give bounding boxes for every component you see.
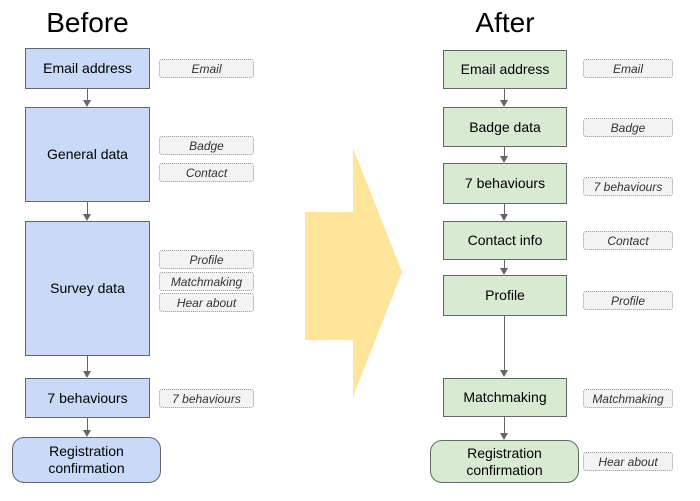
arrow-head-icon	[83, 100, 91, 107]
before-step-email-address: Email address	[25, 48, 150, 89]
down-arrow	[500, 204, 509, 221]
arrow-line	[503, 316, 506, 371]
arrow-head-icon	[83, 430, 91, 437]
before-pill-email: Email	[159, 59, 254, 78]
after-pill-contact: Contact	[583, 231, 673, 250]
arrow-line	[503, 204, 506, 215]
down-arrow	[83, 356, 92, 378]
arrow-line	[86, 356, 89, 372]
after-pill-7-behaviours: 7 behaviours	[583, 177, 673, 196]
before-pill-hear-about: Hear about	[159, 293, 254, 312]
arrow-line	[86, 89, 89, 101]
after-pill-badge: Badge	[583, 118, 673, 137]
down-arrow	[83, 202, 92, 221]
before-pill-7-behaviours: 7 behaviours	[159, 389, 254, 408]
before-pill-contact: Contact	[159, 163, 254, 182]
arrow-line	[503, 89, 506, 101]
down-arrow	[500, 147, 509, 163]
down-arrow	[500, 417, 509, 440]
before-title: Before	[46, 7, 129, 38]
before-step-survey-data: Survey data	[25, 221, 150, 356]
before-step-7-behaviours: 7 behaviours	[25, 378, 150, 418]
after-step-badge-data: Badge data	[443, 107, 567, 147]
after-pill-matchmaking: Matchmaking	[583, 389, 673, 408]
down-arrow	[500, 89, 509, 107]
arrow-head-icon	[500, 433, 508, 440]
arrow-head-icon	[83, 371, 91, 378]
down-arrow	[500, 260, 509, 275]
down-arrow	[83, 89, 92, 107]
arrow-head-icon	[500, 156, 508, 163]
after-step-registration-confirmation: Registration confirmation	[430, 440, 579, 483]
arrow-head-icon	[500, 370, 508, 377]
arrow-head-icon	[500, 214, 508, 221]
before-step-registration-confirmation: Registration confirmation	[12, 437, 161, 483]
after-pill-profile: Profile	[583, 291, 673, 310]
before-pill-badge: Badge	[159, 136, 254, 155]
after-step-profile: Profile	[443, 275, 567, 316]
arrow-line	[503, 417, 506, 434]
arrow-head-icon	[500, 100, 508, 107]
arrow-line	[503, 260, 506, 269]
before-step-general-data: General data	[25, 107, 150, 202]
arrow-line	[86, 202, 89, 215]
before-to-after-arrow-icon	[305, 148, 402, 397]
arrow-head-icon	[500, 268, 508, 275]
after-title: After	[475, 7, 535, 38]
before-pill-profile: Profile	[159, 250, 254, 269]
after-step-email-address: Email address	[443, 50, 567, 89]
after-step-7-behaviours: 7 behaviours	[443, 163, 567, 204]
after-step-matchmaking: Matchmaking	[443, 378, 567, 417]
arrow-line	[503, 147, 506, 157]
arrow-head-icon	[83, 214, 91, 221]
after-step-contact-info: Contact info	[443, 221, 567, 260]
after-pill-hear-about: Hear about	[583, 452, 673, 471]
down-arrow-long	[500, 316, 509, 377]
before-pill-matchmaking: Matchmaking	[159, 272, 254, 291]
after-pill-email: Email	[583, 59, 673, 78]
arrow-line	[86, 418, 89, 431]
down-arrow	[83, 418, 92, 437]
